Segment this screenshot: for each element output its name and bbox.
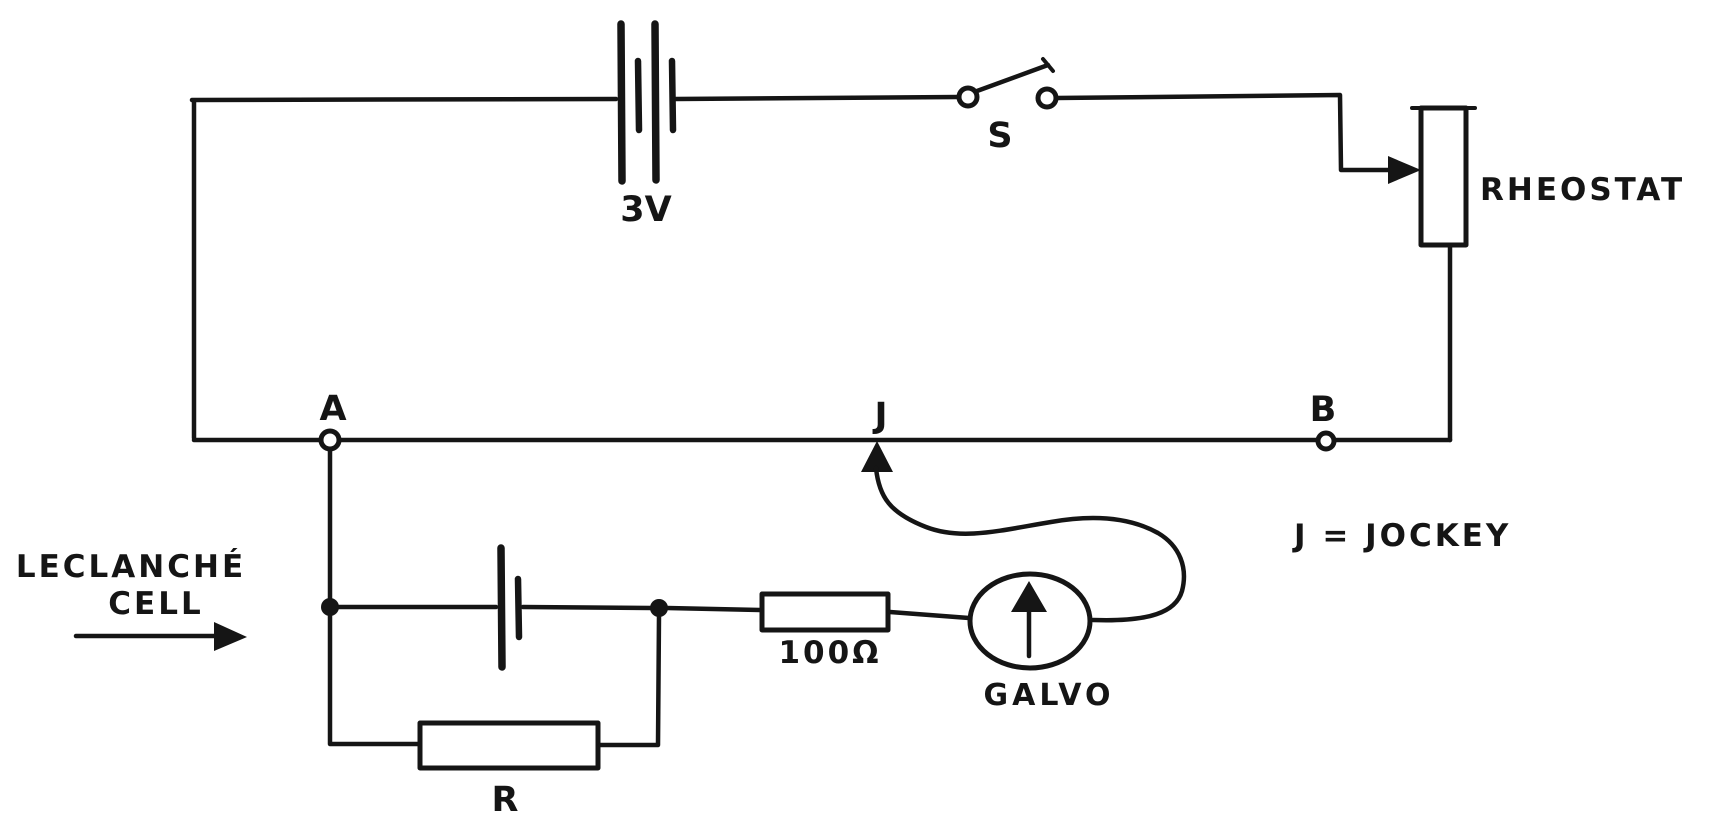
battery-long-plate-2 (651, 20, 660, 184)
wire-cell-to-junction (520, 604, 655, 611)
point-b-label: B (1310, 390, 1337, 430)
rheostat-label: RHEOSTAT (1480, 172, 1685, 208)
wire-r-to-junction-right (597, 612, 662, 748)
switch-blade-tip (1041, 57, 1055, 73)
terminal-a (318, 428, 342, 452)
wire-top-left (189, 96, 619, 103)
battery-symbol (617, 20, 677, 185)
galvanometer-label: GALVO (983, 678, 1114, 713)
cell-branch: LECLANCHÉ CELL 100Ω (16, 446, 1114, 820)
battery-short-plate-1 (634, 57, 643, 134)
switch-contact-left (956, 85, 980, 109)
shunt-resistor-label: R (492, 780, 519, 820)
cell-name-line1: LECLANCHÉ (16, 549, 246, 585)
cell-name-line2: CELL (108, 586, 203, 622)
point-a-label: A (319, 389, 346, 429)
wire-resistor-to-galvo (887, 609, 972, 621)
rheostat-body (1418, 105, 1469, 248)
switch-contact-right (1035, 86, 1059, 110)
terminal-b (1315, 430, 1337, 452)
jockey-assembly (861, 441, 1187, 623)
wire-junction-to-resistor (664, 605, 763, 613)
switch-symbol (956, 57, 1059, 110)
switch-label: S (987, 116, 1012, 156)
point-j-label: J (872, 396, 887, 436)
jockey-lead-wire (873, 465, 1187, 623)
switch-blade (974, 62, 1051, 94)
driver-circuit: 3V S RHEOSTAT (189, 20, 1685, 443)
leclanche-cell-symbol (497, 544, 523, 671)
battery-voltage-label: 3V (620, 190, 671, 230)
cell-callout-arrowhead (214, 622, 247, 651)
cell-long-plate (497, 544, 506, 671)
galvo-needle-arrowhead (1011, 581, 1047, 612)
series-resistor-label: 100Ω (778, 635, 881, 671)
series-resistor-body (759, 591, 891, 633)
battery-long-plate-1 (617, 20, 626, 185)
cell-short-plate (514, 575, 523, 641)
galvanometer-symbol (967, 571, 1093, 671)
shunt-resistor-body (417, 720, 601, 771)
potentiometer-wire: A J B (191, 389, 1453, 452)
junction-left (321, 598, 339, 616)
battery-short-plate-2 (668, 57, 677, 134)
rheostat-wiper-arrow (1388, 156, 1421, 184)
jockey-note: J = JOCKEY (1292, 518, 1511, 554)
jockey-arrow (861, 441, 893, 472)
wire-junction-to-r-left (327, 611, 421, 747)
junction-right (650, 599, 668, 617)
wire-switch-to-rheostat (1053, 92, 1395, 173)
wire-battery-to-switch (673, 94, 961, 102)
